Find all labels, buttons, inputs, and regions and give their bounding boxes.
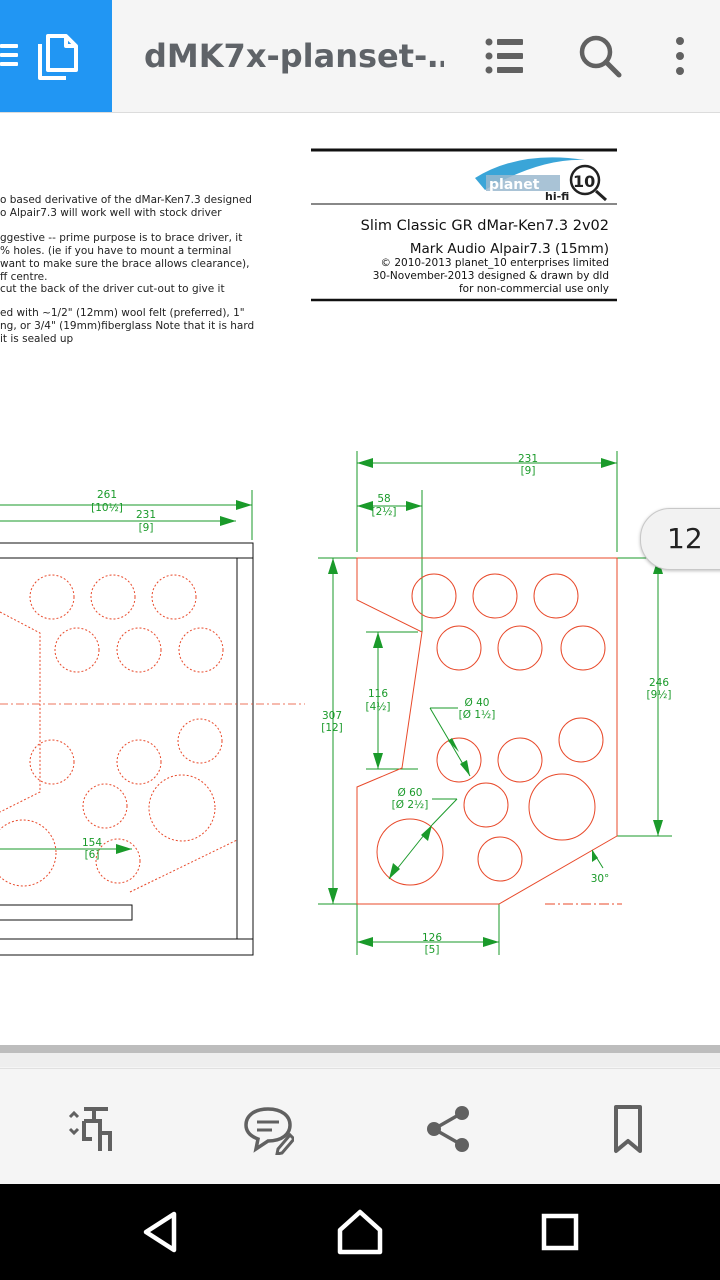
dim-label: [Ø 1½] — [459, 709, 496, 721]
planet10-logo: planet 10 hi-fi — [475, 157, 608, 203]
note-line: it is sealed up — [0, 333, 73, 345]
dim-label: Ø 60 — [398, 787, 423, 799]
dim-label: 154 — [82, 837, 102, 849]
recents-icon[interactable] — [532, 1204, 588, 1260]
dim-label: Ø 40 — [465, 697, 490, 709]
comment-icon[interactable] — [242, 1103, 294, 1155]
copyright-line: © 2010-2013 planet_10 enterprises limite… — [381, 257, 609, 269]
note-line: want to make sure the brace allows clear… — [0, 258, 250, 270]
back-icon[interactable] — [132, 1204, 188, 1260]
dim-label: [4½] — [365, 701, 390, 713]
search-icon[interactable] — [576, 32, 624, 80]
dim-label: [9½] — [646, 689, 671, 701]
logo-number: 10 — [573, 172, 595, 191]
page-drawing: o based derivative of the dMar-Ken7.3 de… — [0, 148, 672, 956]
dim-label: [2½] — [371, 506, 396, 518]
dim-label: [9] — [139, 522, 154, 534]
pdf-page[interactable]: o based derivative of the dMar-Ken7.3 de… — [0, 113, 720, 1045]
reflow-icon[interactable] — [66, 1103, 118, 1155]
page-number-badge[interactable]: 12 — [640, 508, 720, 570]
dim-label: [12] — [321, 722, 343, 734]
usage-line: for non-commercial use only — [459, 283, 609, 295]
dim-label: 231 — [136, 509, 156, 521]
dim-label: [Ø 2½] — [392, 799, 429, 811]
left-drawing: 261 [10½] 231 [9] 154 [6] — [0, 489, 305, 956]
top-toolbar: dMK7x-planset-… — [0, 0, 720, 113]
dim-label: 58 — [377, 493, 390, 505]
logo-text: planet — [489, 177, 540, 193]
bottom-action-bar — [0, 1068, 720, 1185]
dim-label: 116 — [368, 688, 388, 700]
dim-label: [10½] — [91, 502, 123, 514]
date-line: 30-November-2013 designed & drawn by dld — [373, 270, 609, 282]
mode-chip[interactable] — [0, 0, 112, 112]
dim-label: [6] — [85, 849, 100, 861]
design-name: Slim Classic GR dMar-Ken7.3 2v02 — [361, 218, 609, 234]
page-number: 12 — [667, 522, 703, 555]
note-line: o based derivative of the dMar-Ken7.3 de… — [0, 194, 252, 206]
document-title[interactable]: dMK7x-planset-… — [144, 37, 444, 75]
right-drawing: 231 [9] 58 [2½] 307 [12] 116 [4½] — [318, 451, 672, 956]
bookmark-icon[interactable] — [602, 1103, 654, 1155]
dim-label: 30° — [591, 873, 610, 885]
dim-label: 246 — [649, 677, 669, 689]
title-block: planet 10 hi-fi Slim Classic GR dMar-Ken… — [311, 148, 617, 302]
home-icon[interactable] — [332, 1204, 388, 1260]
dim-label: [5] — [425, 944, 440, 956]
menu-icon[interactable] — [0, 40, 20, 70]
share-icon[interactable] — [422, 1103, 474, 1155]
more-vert-icon[interactable] — [656, 32, 704, 80]
note-line: o Alpair7.3 will work well with stock dr… — [0, 207, 222, 219]
page-divider — [0, 1045, 720, 1053]
outline-list-icon[interactable] — [480, 32, 528, 80]
dim-label: 231 — [518, 453, 538, 465]
driver-name: Mark Audio Alpair7.3 (15mm) — [410, 241, 609, 257]
note-line: ggestive -- prime purpose is to brace dr… — [0, 232, 242, 244]
system-nav-bar — [0, 1184, 720, 1280]
dim-label: 126 — [422, 932, 442, 944]
notes-block: o based derivative of the dMar-Ken7.3 de… — [0, 194, 254, 345]
dim-label: 261 — [97, 489, 117, 501]
note-line: % holes. (ie if you have to mount a term… — [0, 245, 231, 257]
logo-subtext: hi-fi — [545, 190, 569, 203]
document-icon — [38, 34, 78, 80]
note-line: ng, or 3/4" (19mm)fiberglass Note that i… — [0, 320, 254, 332]
dim-label: [9] — [521, 465, 536, 477]
note-line: ff centre. — [0, 271, 47, 283]
note-line: cut the back of the driver cut-out to gi… — [0, 283, 225, 295]
page-gap — [0, 1053, 720, 1067]
note-line: ed with ~1/2" (12mm) wool felt (preferre… — [0, 307, 245, 319]
dim-label: 307 — [322, 710, 342, 722]
